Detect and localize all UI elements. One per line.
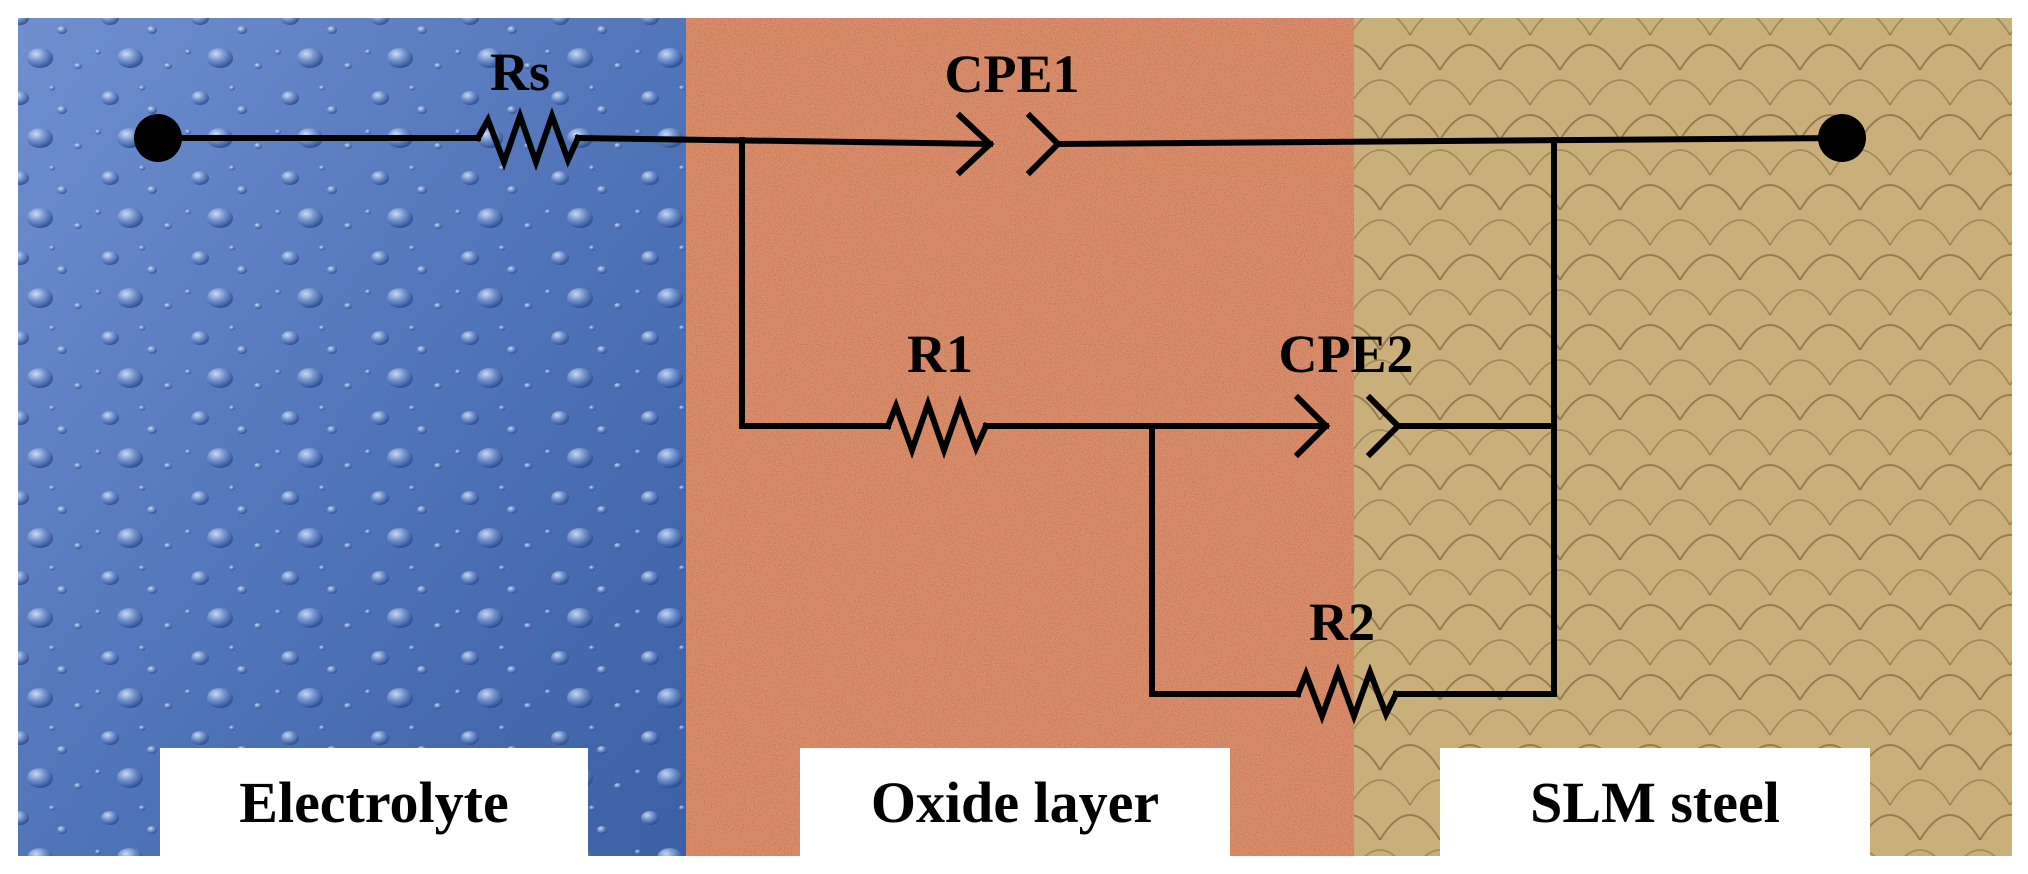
label-cpe1: CPE1 [945,44,1080,104]
terminal-right [1818,114,1866,162]
cpe1-left-arrow [955,111,995,177]
region-label-slm-steel: SLM steel [1530,770,1780,835]
region-electrolyte [18,18,686,856]
terminal-left [134,114,182,162]
region-oxide-layer [686,18,1354,856]
wire-branch-r2 [1149,423,1301,697]
label-r1: R1 [907,324,973,384]
cpe2-left-arrow [1293,393,1331,459]
label-box-steel: SLM steel [1440,748,1870,856]
resistor-r2 [1294,663,1401,725]
region-slm-steel [1354,18,2012,856]
label-r2: R2 [1309,592,1375,652]
label-box-electrolyte: Electrolyte [160,748,588,856]
label-cpe2: CPE2 [1279,324,1414,384]
label-rs: Rs [490,42,550,102]
region-label-electrolyte: Electrolyte [239,770,508,835]
circuit-wires [155,106,1846,725]
label-box-oxide: Oxide layer [800,748,1230,856]
resistor-rs [473,106,582,172]
region-label-oxide-layer: Oxide layer [871,770,1159,835]
wire-branch-r1 [739,137,891,429]
resistor-r1 [884,394,990,460]
